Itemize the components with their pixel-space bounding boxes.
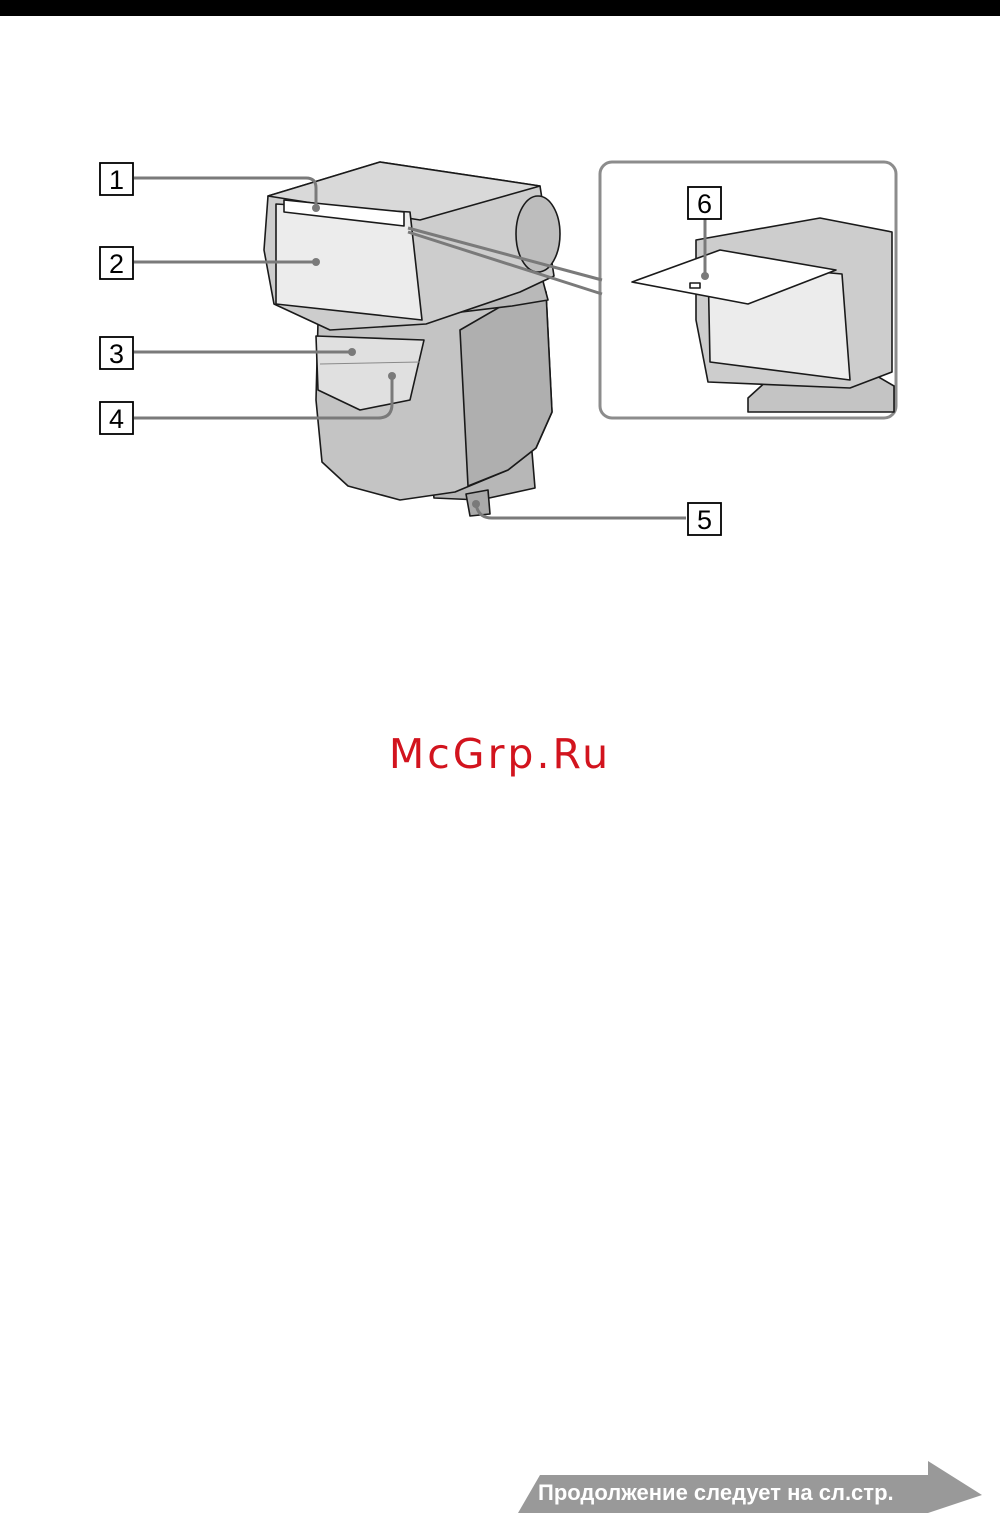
callout-2: 2 <box>100 247 133 279</box>
callout-4-label: 4 <box>109 404 124 434</box>
callout-5-label: 5 <box>697 505 712 535</box>
callout-1: 1 <box>100 163 133 195</box>
callout-4: 4 <box>100 402 133 434</box>
continue-label: Продолжение следует на сл.стр. <box>538 1480 894 1506</box>
callout-5: 5 <box>688 503 721 535</box>
callout-6-label: 6 <box>697 189 712 219</box>
leader-line-5 <box>476 504 686 518</box>
watermark-text: McGrp.Ru <box>0 730 1000 778</box>
swivel-dial <box>516 196 560 272</box>
flash-unit-illustration <box>264 162 560 516</box>
callout-2-label: 2 <box>109 249 124 279</box>
inset-wide-panel-mark <box>690 283 700 288</box>
flash-unit-diagram: 1 2 3 4 5 6 <box>0 0 1000 600</box>
callout-3: 3 <box>100 337 133 369</box>
callout-1-label: 1 <box>109 165 124 195</box>
callout-3-label: 3 <box>109 339 124 369</box>
callout-6: 6 <box>688 187 721 219</box>
